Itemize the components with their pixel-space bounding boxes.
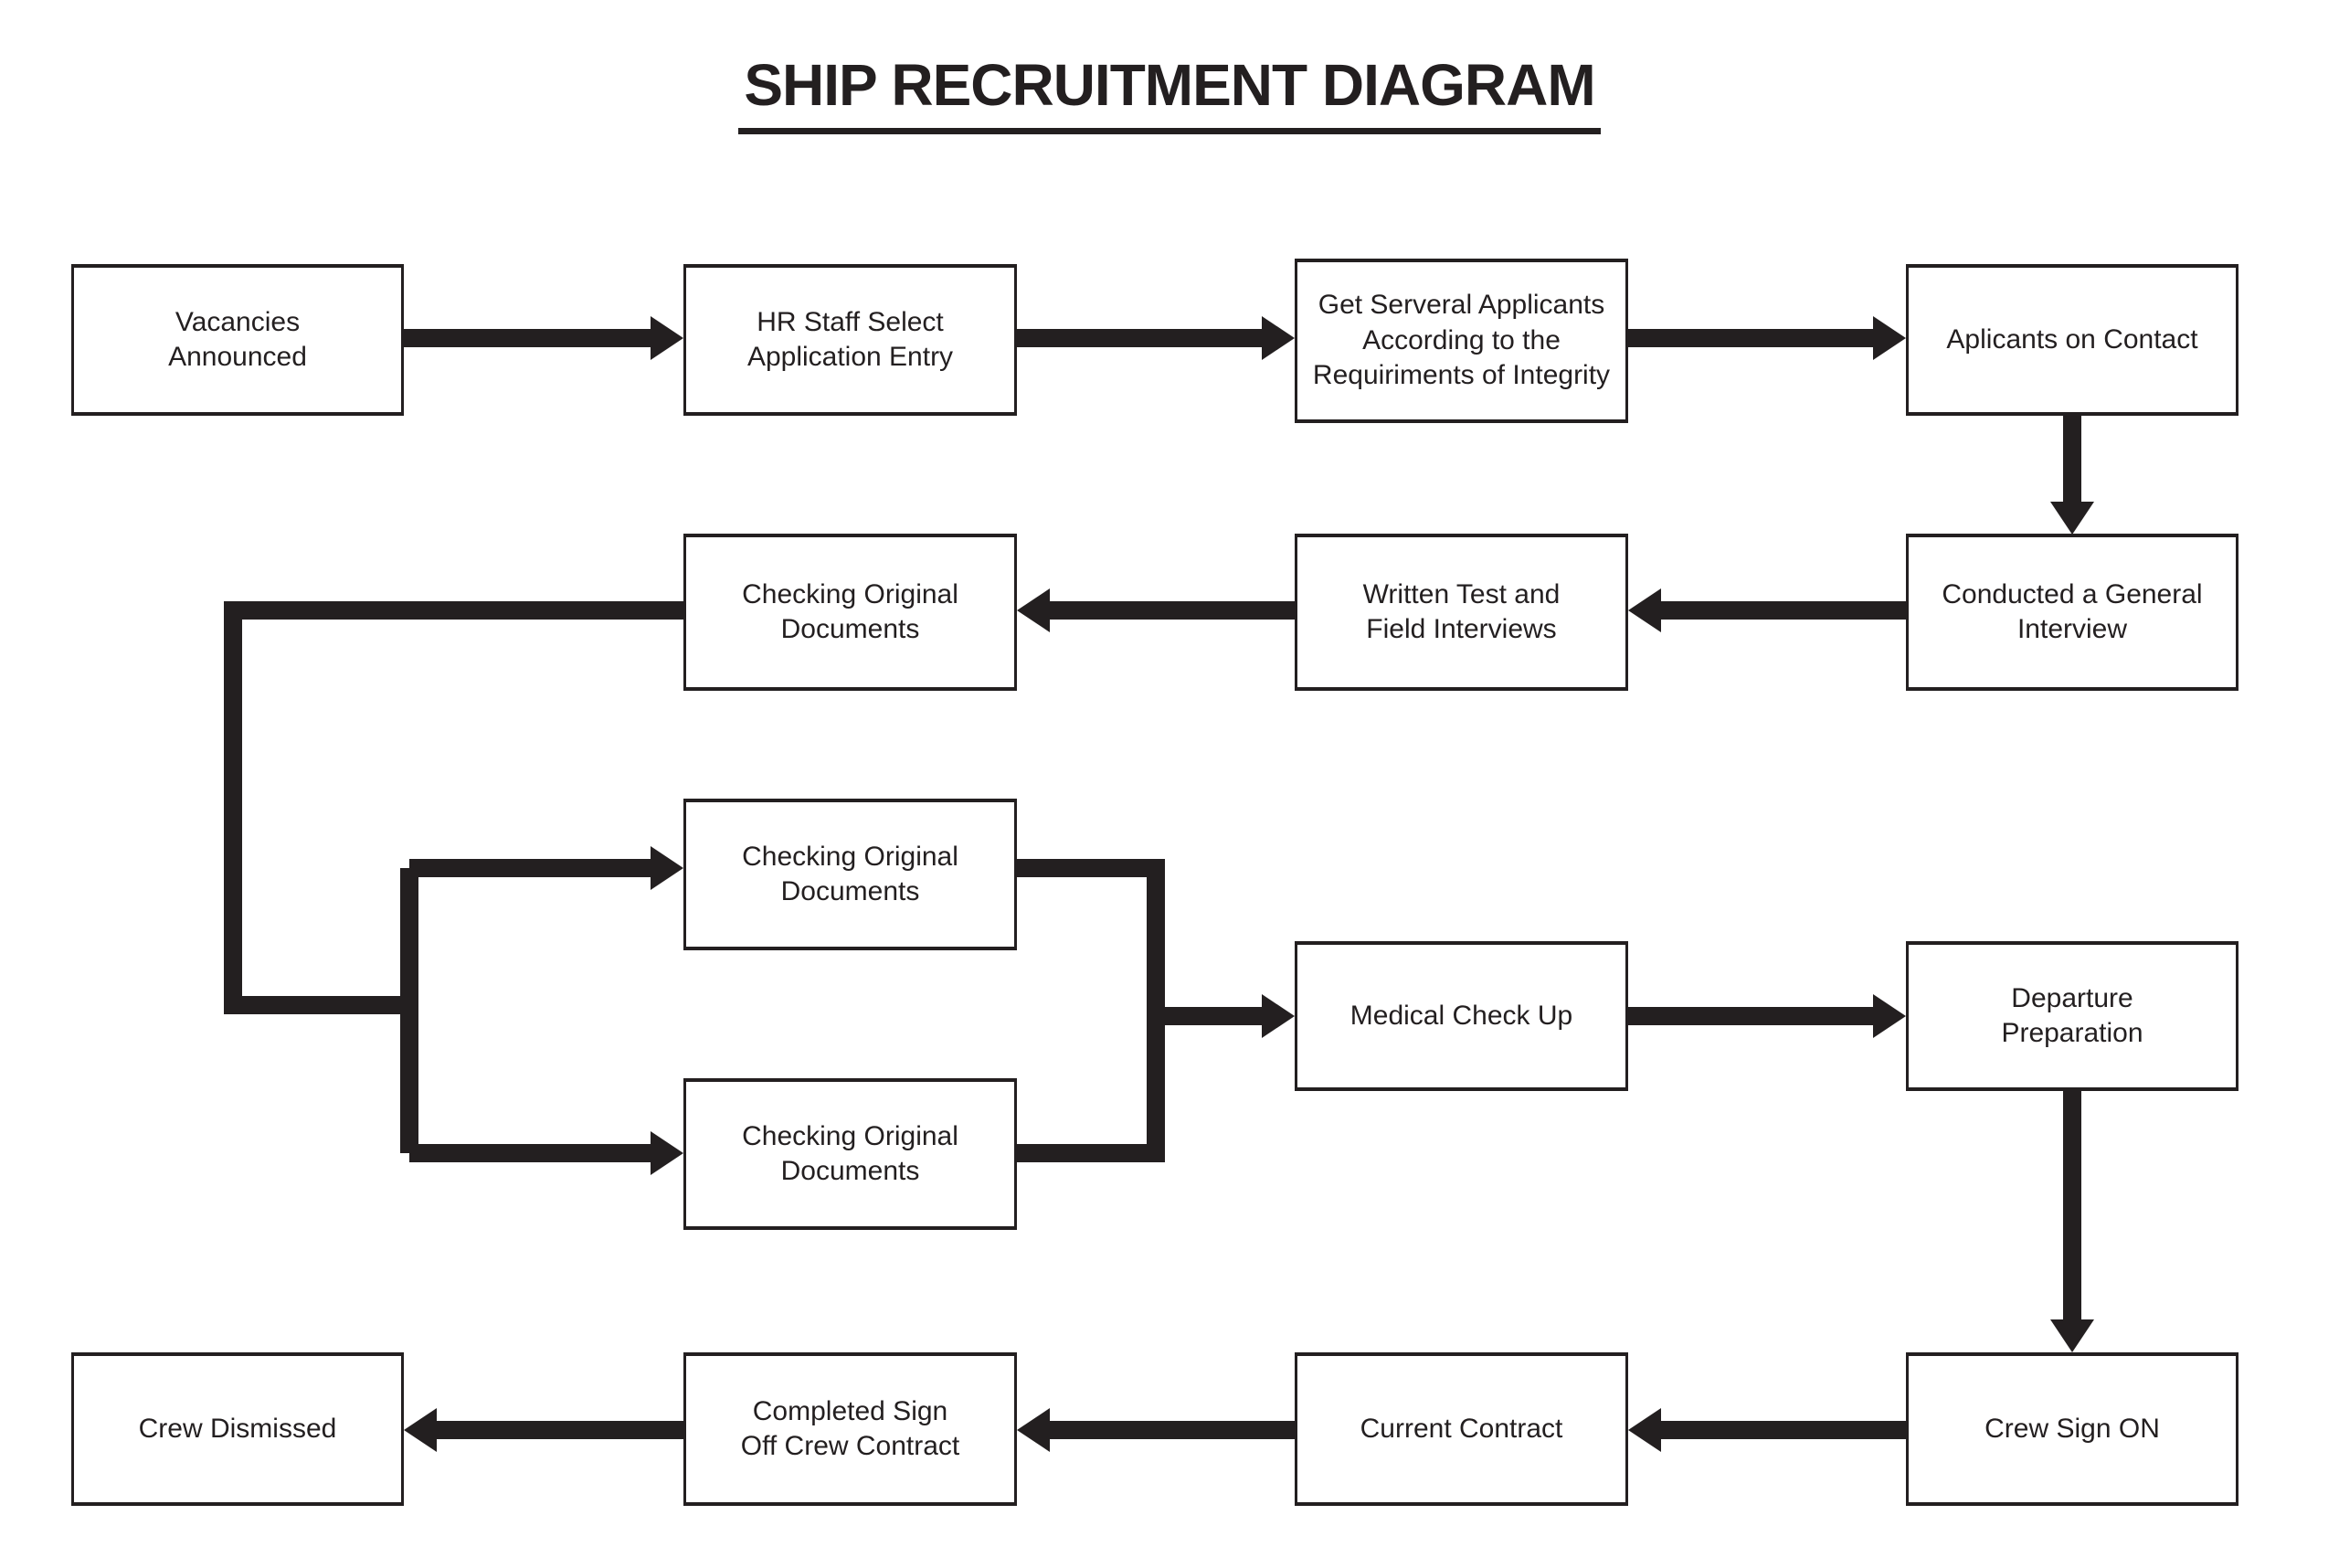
page-title: SHIP RECRUITMENT DIAGRAM (0, 51, 2339, 134)
page-title-text: SHIP RECRUITMENT DIAGRAM (738, 51, 1601, 134)
edge-hr-staff-to-get-applicants (1016, 316, 1295, 360)
node-crew-dismissed: Crew Dismissed (71, 1352, 404, 1506)
node-medical-check-up: Medical Check Up (1295, 941, 1628, 1091)
node-completed-sign-off: Completed Sign Off Crew Contract (683, 1352, 1017, 1506)
node-departure-preparation: Departure Preparation (1906, 941, 2238, 1091)
node-hr-staff-select: HR Staff Select Application Entry (683, 264, 1017, 416)
edge-current-contract-to-completed-sign-off (1017, 1408, 1295, 1452)
edge-checking-docs-c-to-merge (1017, 1016, 1165, 1162)
edge-checking-docs-b-to-merge (1017, 859, 1165, 1016)
edge-checking-documents-split-lower (400, 1005, 683, 1175)
edge-get-applicants-to-applicants-on-contact (1627, 316, 1906, 360)
edge-written-test-to-checking-documents (1017, 588, 1295, 632)
edge-applicants-on-contact-to-general-interview (2050, 416, 2094, 535)
node-current-contract: Current Contract (1295, 1352, 1628, 1506)
node-general-interview: Conducted a General Interview (1906, 534, 2238, 691)
edge-crew-sign-on-to-current-contract (1628, 1408, 1906, 1452)
edge-vacancies-to-hr-staff (404, 316, 683, 360)
node-get-several-applicants: Get Serveral Applicants According to the… (1295, 259, 1628, 423)
edge-checking-documents-split-upper (224, 601, 683, 1014)
edge-medical-to-departure (1627, 994, 1906, 1038)
edge-departure-to-crew-sign-on (2050, 1091, 2094, 1352)
edge-merge-to-medical (1147, 994, 1295, 1038)
node-written-test: Written Test and Field Interviews (1295, 534, 1628, 691)
node-crew-sign-on: Crew Sign ON (1906, 1352, 2238, 1506)
node-applicants-on-contact: Aplicants on Contact (1906, 264, 2238, 416)
node-checking-documents-b: Checking Original Documents (683, 799, 1017, 950)
edge-completed-sign-off-to-crew-dismissed (404, 1408, 683, 1452)
edge-general-interview-to-written-test (1628, 588, 1906, 632)
node-vacancies-announced: Vacancies Announced (71, 264, 404, 416)
node-checking-documents-a: Checking Original Documents (683, 534, 1017, 691)
node-checking-documents-c: Checking Original Documents (683, 1078, 1017, 1230)
